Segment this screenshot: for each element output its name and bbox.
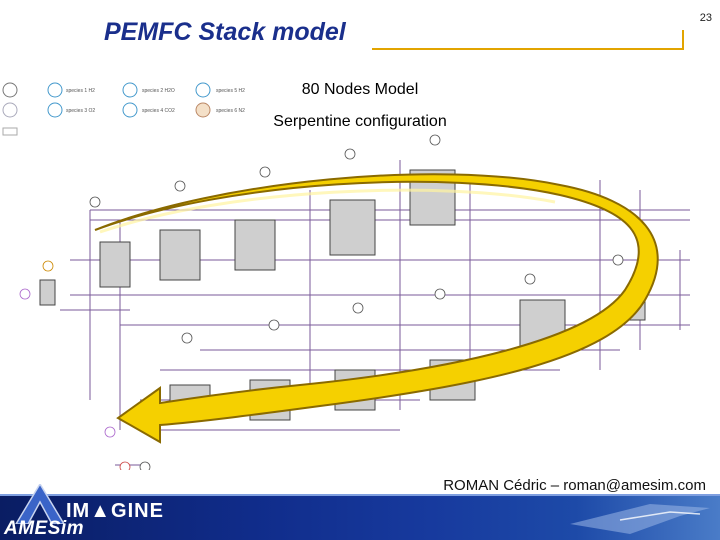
amesim-brand: AMESim — [4, 518, 85, 539]
slide-number: 23 — [699, 12, 712, 24]
title-underline-corner — [682, 30, 684, 50]
author-credit: ROMAN Cédric – roman@amesim.com — [443, 477, 706, 494]
subtitle-configuration: Serpentine configuration — [273, 113, 447, 130]
title-underline — [372, 48, 683, 50]
legend-label: species 2 H2O — [142, 88, 175, 94]
amesim-logo-icon — [15, 484, 65, 524]
circuit-nodes — [19, 134, 624, 470]
amesim-circuit-diagram: species 1 H2 species 2 H2O species 5 H2 … — [2, 82, 690, 470]
legend: species 1 H2 species 2 H2O species 5 H2 … — [2, 82, 245, 136]
legend-label: species 5 H2 — [216, 88, 245, 94]
footer-jet-graphic — [570, 504, 710, 534]
legend-label: species 4 CO2 — [142, 108, 175, 114]
legend-label: species 6 N2 — [216, 108, 245, 114]
footer-stripe — [0, 494, 720, 496]
imagine-brand: IM▲GINE — [66, 500, 164, 522]
serpentine-arrow — [94, 173, 659, 444]
legend-label: species 1 H2 — [66, 88, 95, 94]
circuit-wiring — [60, 160, 690, 466]
subtitle-node-count: 80 Nodes Model — [301, 81, 419, 98]
slide-title: PEMFC Stack model — [104, 18, 346, 46]
legend-label: species 3 O2 — [66, 108, 95, 114]
